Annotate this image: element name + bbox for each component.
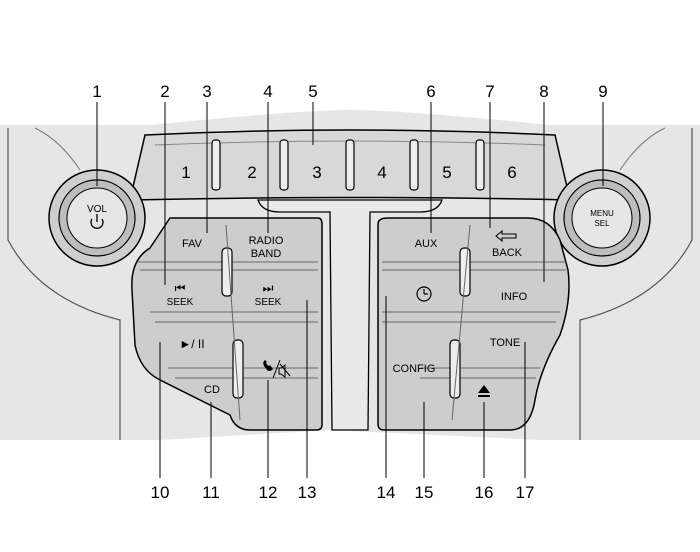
callout-numbers-top: 1 2 3 4 5 6 7 8 9 xyxy=(92,82,607,101)
callout-lines xyxy=(96,102,604,478)
callout-16: 16 xyxy=(475,483,494,502)
eject-icon xyxy=(478,385,490,397)
config-button[interactable]: CONFIG xyxy=(393,363,436,375)
menu-select-knob[interactable]: MENU SEL xyxy=(553,169,651,267)
cd-button[interactable]: CD xyxy=(204,384,220,396)
callout-10: 10 xyxy=(151,483,170,502)
clock-icon xyxy=(416,286,432,302)
power-icon xyxy=(90,214,104,229)
phone-mute-icon[interactable] xyxy=(263,359,291,379)
callout-9: 9 xyxy=(598,82,607,101)
callout-2: 2 xyxy=(160,82,169,101)
callout-5: 5 xyxy=(308,82,317,101)
callout-13: 13 xyxy=(298,483,317,502)
preset-strip: 1 2 3 4 5 6 xyxy=(129,129,571,201)
seek-back-label: SEEK xyxy=(167,297,194,308)
volume-knob[interactable]: VOL xyxy=(48,169,146,267)
back-label: BACK xyxy=(492,247,523,259)
preset-button-2[interactable]: 2 xyxy=(247,163,256,182)
callout-4: 4 xyxy=(263,82,272,101)
preset-button-3[interactable]: 3 xyxy=(312,163,321,182)
back-button[interactable]: BACK xyxy=(492,229,523,259)
info-button[interactable]: INFO xyxy=(501,291,528,303)
preset-button-6[interactable]: 6 xyxy=(507,163,516,182)
callout-7: 7 xyxy=(485,82,494,101)
callout-8: 8 xyxy=(539,82,548,101)
seek-forward-button[interactable]: ⏭ SEEK xyxy=(255,281,282,308)
preset-button-5[interactable]: 5 xyxy=(442,163,451,182)
preset-button-4[interactable]: 4 xyxy=(377,163,386,182)
preset-button-1[interactable]: 1 xyxy=(181,163,190,182)
callout-12: 12 xyxy=(259,483,278,502)
seek-forward-label: SEEK xyxy=(255,297,282,308)
callout-11: 11 xyxy=(202,483,220,502)
seek-back-icon: ⏮ xyxy=(175,281,186,295)
seek-forward-icon: ⏭ xyxy=(263,281,274,295)
center-divider xyxy=(257,199,443,431)
right-button-panel: AUX BACK INFO CONFIG TONE xyxy=(377,217,570,431)
clock-button[interactable] xyxy=(416,286,432,302)
preset-separators xyxy=(211,139,485,191)
volume-label: VOL xyxy=(87,204,107,215)
callout-numbers-bottom: 10 11 12 13 14 15 16 17 xyxy=(151,483,535,502)
menu-label: MENU xyxy=(590,209,614,218)
left-button-panel: FAV RADIO BAND ⏮ SEEK ⏭ SEEK ►/ II CD xyxy=(131,217,323,431)
callout-3: 3 xyxy=(202,82,211,101)
aux-button[interactable]: AUX xyxy=(415,238,438,250)
play-pause-button[interactable]: ►/ II xyxy=(179,337,204,351)
callout-1: 1 xyxy=(92,82,101,101)
tone-button[interactable]: TONE xyxy=(490,337,520,349)
radio-band-line1[interactable]: RADIO xyxy=(249,235,284,247)
callout-6: 6 xyxy=(426,82,435,101)
callout-14: 14 xyxy=(377,483,396,502)
callout-17: 17 xyxy=(516,483,535,502)
sel-label: SEL xyxy=(594,219,610,228)
radio-band-line2[interactable]: BAND xyxy=(251,248,282,260)
callout-15: 15 xyxy=(415,483,434,502)
fav-button[interactable]: FAV xyxy=(182,238,203,250)
seek-back-button[interactable]: ⏮ SEEK xyxy=(167,281,194,308)
left-arrow-icon xyxy=(495,229,517,243)
eject-button[interactable] xyxy=(478,385,490,397)
